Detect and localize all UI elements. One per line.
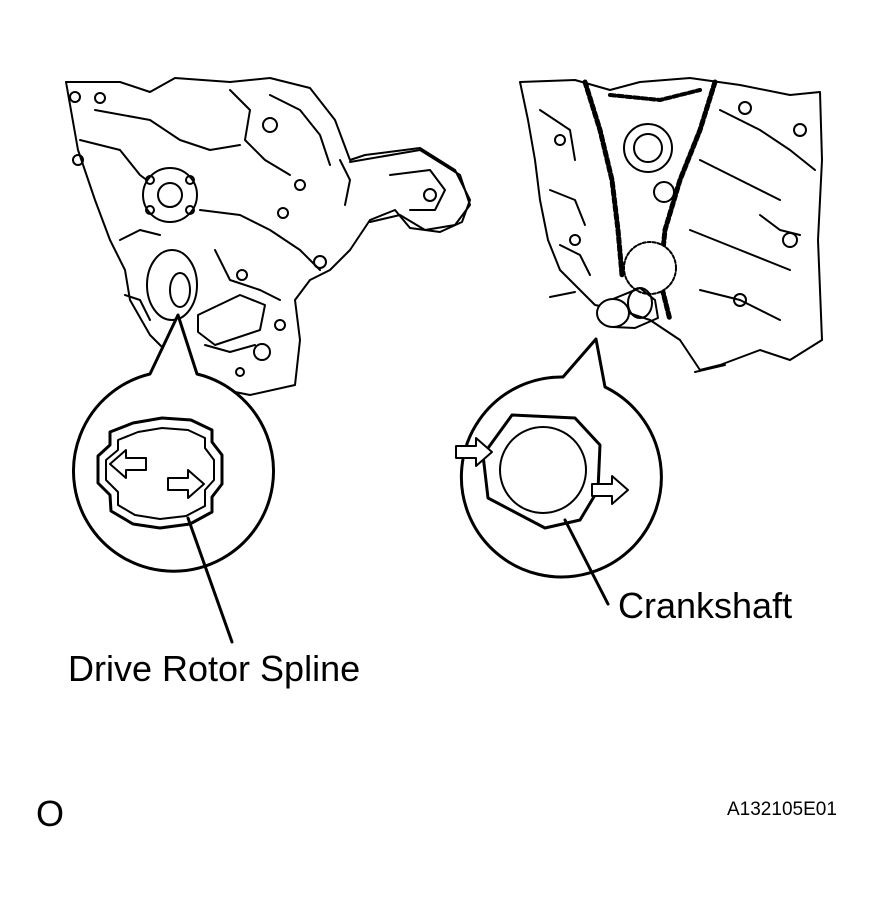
step-marker: O xyxy=(36,793,65,834)
left-engine-illustration xyxy=(65,77,471,396)
arrow-icon xyxy=(167,469,205,499)
crankshaft-callout-bubble xyxy=(459,337,663,579)
arrow-icon xyxy=(109,449,147,479)
drive-rotor-leader xyxy=(186,516,234,644)
crankshaft-leader xyxy=(563,518,610,606)
figure-code: A132105E01 xyxy=(727,799,837,820)
spline-detail-icon xyxy=(96,416,224,530)
drive-rotor-spline-label: Drive Rotor Spline xyxy=(68,648,361,689)
crankshaft-label: Crankshaft xyxy=(618,585,793,626)
arrow-icon xyxy=(591,475,629,505)
right-engine-illustration xyxy=(519,77,823,373)
arrow-icon xyxy=(455,437,493,467)
crankshaft-detail-icon xyxy=(481,413,602,530)
